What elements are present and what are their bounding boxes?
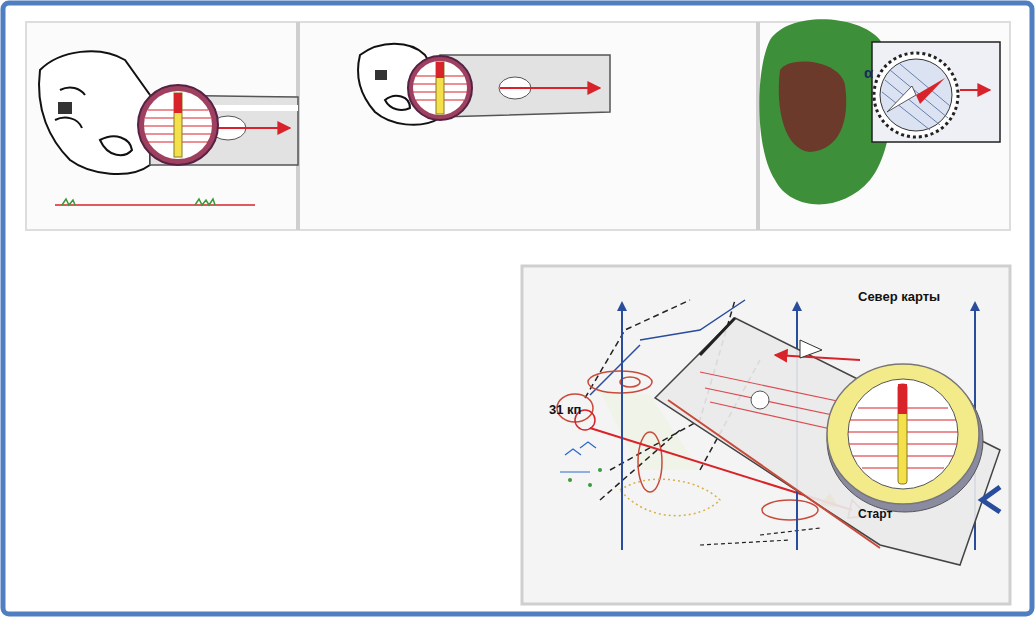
outer-frame xyxy=(3,3,1032,614)
control-point-label: 31 кп xyxy=(549,402,581,417)
angle-label: α xyxy=(864,64,873,81)
compass-sighting-tree xyxy=(759,19,1000,204)
compass-in-hand xyxy=(358,44,610,125)
compass-in-hand xyxy=(39,51,298,205)
map-panel xyxy=(522,266,1010,604)
compass-baseplate xyxy=(655,318,1000,565)
panel-divider xyxy=(756,22,760,230)
start-label: Старт xyxy=(858,507,892,521)
map-north-label: Север карты xyxy=(858,289,940,304)
